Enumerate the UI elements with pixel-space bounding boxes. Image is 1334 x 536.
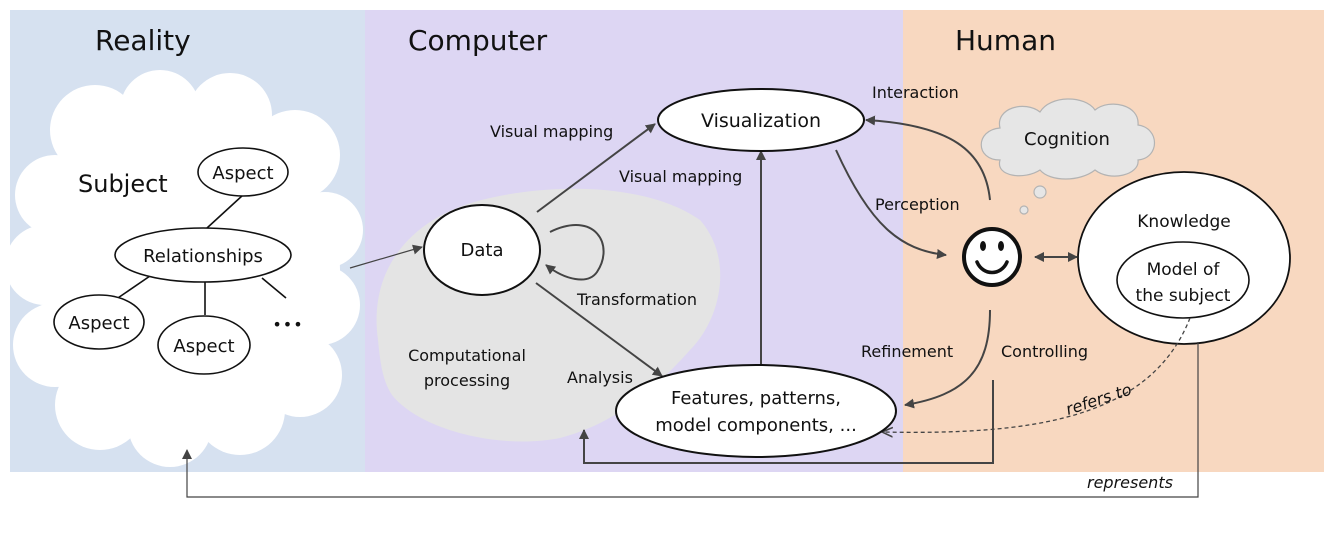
knowledge-label: Knowledge bbox=[1137, 212, 1230, 232]
features-label-line2: model components, ... bbox=[655, 415, 857, 436]
diagram-edges bbox=[349, 115, 1078, 464]
edge-represents bbox=[182, 342, 1199, 498]
edge-refinement bbox=[904, 309, 991, 409]
aspect-top-label: Aspect bbox=[212, 163, 273, 184]
model-label-line1: Model of bbox=[1147, 260, 1221, 280]
aspect-mid-node bbox=[157, 315, 251, 375]
label-analysis: Analysis bbox=[567, 368, 633, 387]
human-title: Human bbox=[955, 24, 1056, 57]
label-refinement: Refinement bbox=[861, 342, 953, 361]
relationships-label: Relationships bbox=[143, 246, 263, 267]
subject-label: Subject bbox=[78, 170, 168, 198]
edge-refers-to bbox=[882, 317, 1191, 432]
relationships-node bbox=[114, 227, 292, 283]
visualization-label: Visualization bbox=[701, 110, 821, 132]
cognition-label: Cognition bbox=[1024, 129, 1110, 150]
edge-data-to-features bbox=[535, 282, 663, 377]
aspect-mid-label: Aspect bbox=[173, 336, 234, 357]
visualization-node bbox=[657, 88, 865, 152]
label-transformation: Transformation bbox=[576, 290, 697, 309]
label-controlling: Controlling bbox=[1001, 342, 1088, 361]
aspect-left-node bbox=[53, 294, 145, 350]
computational-label-line1: Computational bbox=[408, 346, 526, 365]
computer-title: Computer bbox=[408, 24, 548, 57]
edge-controlling bbox=[579, 380, 994, 464]
cognition-cloud bbox=[980, 98, 1155, 215]
smiley-face-icon bbox=[962, 227, 1022, 287]
features-node bbox=[615, 364, 897, 458]
label-visual-mapping-2: Visual mapping bbox=[619, 167, 742, 186]
label-represents: represents bbox=[1087, 473, 1173, 492]
data-node bbox=[423, 204, 541, 296]
more-aspects-ellipsis: ••• bbox=[272, 315, 303, 334]
reality-title: Reality bbox=[95, 24, 191, 57]
edge-interaction bbox=[865, 115, 991, 201]
model-of-subject-node bbox=[1116, 241, 1250, 319]
label-interaction: Interaction bbox=[872, 83, 959, 102]
subject-graph-links bbox=[111, 194, 287, 315]
label-visual-mapping-1: Visual mapping bbox=[490, 122, 613, 141]
model-label-line2: the subject bbox=[1136, 286, 1231, 306]
edge-data-to-visualization bbox=[536, 123, 656, 213]
features-label-line1: Features, patterns, bbox=[671, 388, 841, 409]
label-perception: Perception bbox=[875, 195, 960, 214]
edge-data-transformation-loop bbox=[545, 224, 605, 281]
edge-perception bbox=[835, 149, 947, 259]
computational-label-line2: processing bbox=[424, 371, 510, 390]
edge-subject-to-data bbox=[349, 244, 423, 269]
data-label: Data bbox=[461, 240, 504, 261]
aspect-left-label: Aspect bbox=[68, 313, 129, 334]
aspect-top-node bbox=[197, 147, 289, 197]
